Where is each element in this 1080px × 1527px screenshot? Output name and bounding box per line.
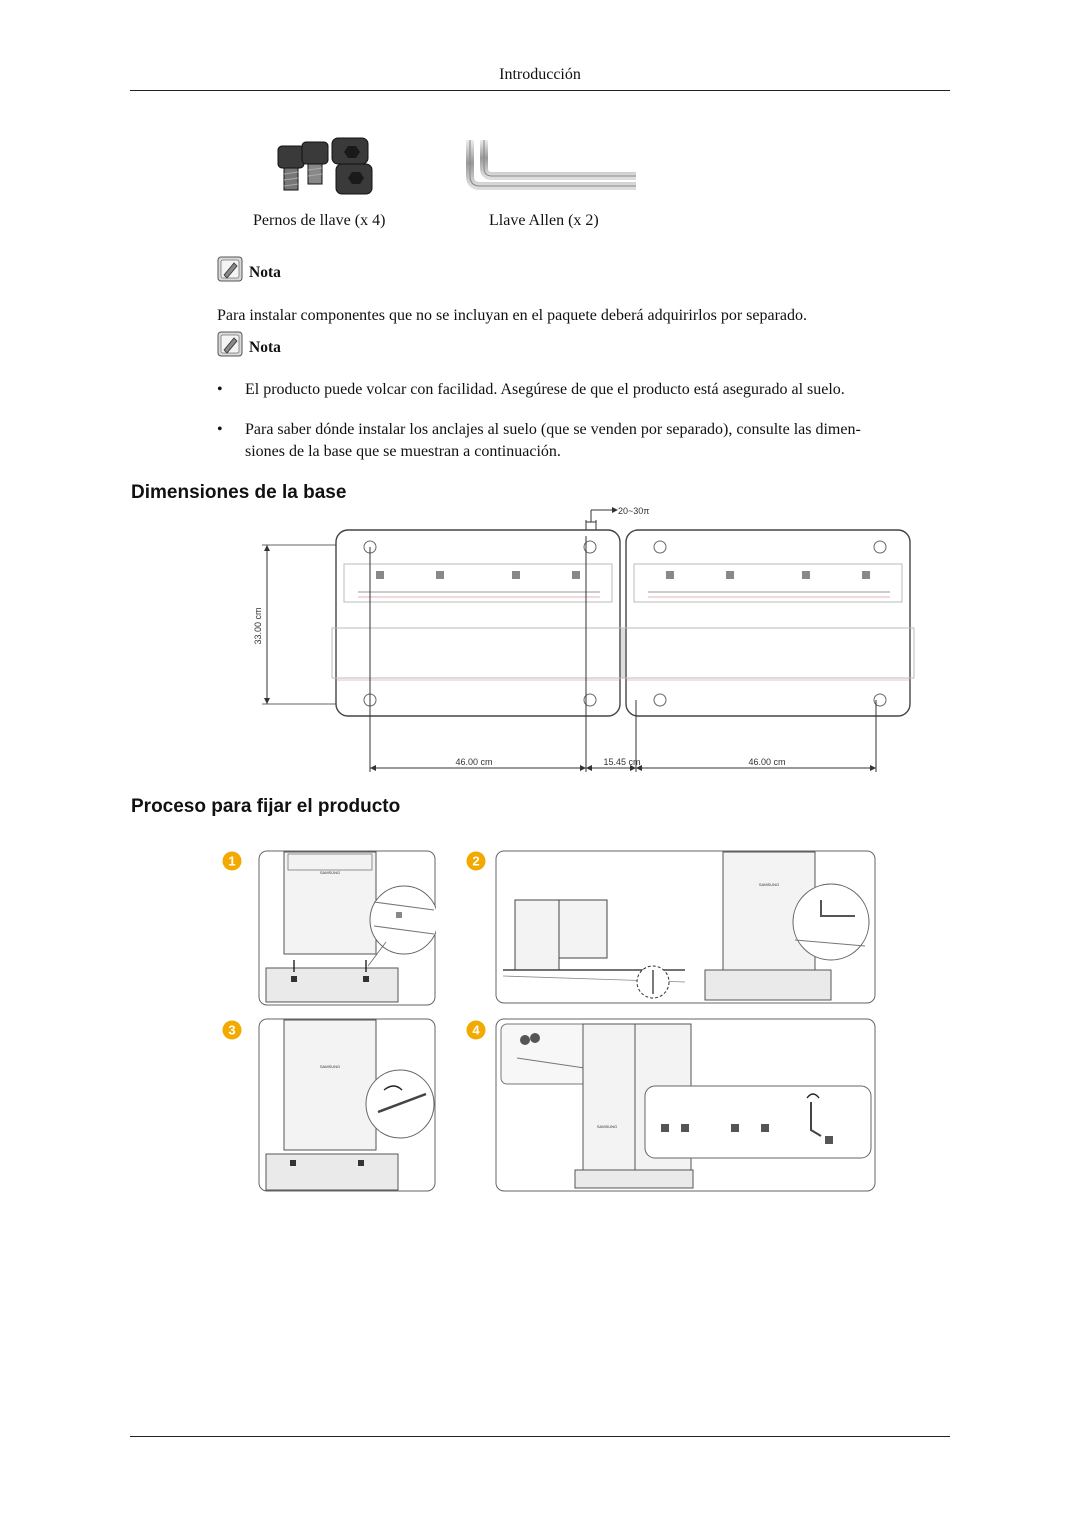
note-icon — [217, 331, 243, 357]
bullet-marker: • — [217, 381, 223, 398]
note-heading-2: Nota — [217, 331, 281, 357]
note-1-text: Para instalar componentes que no se incl… — [217, 307, 808, 324]
allen-caption: Llave Allen (x 2) — [489, 212, 599, 229]
step-number: 3 — [228, 1023, 235, 1038]
bullet-item: • El producto puede volcar con facilidad… — [217, 379, 957, 401]
process-heading: Proceso para fijar el producto — [131, 796, 401, 817]
key-bolts-image — [272, 134, 384, 205]
note-label: Nota — [249, 339, 281, 356]
step-4-illustration: SAMSUNG — [495, 1018, 876, 1197]
width-right-label: 46.00 cm — [748, 757, 785, 767]
brand-label: SAMSUNG — [320, 1064, 340, 1069]
bullet-item: • Para saber dónde instalar los anclajes… — [217, 419, 957, 463]
width-left-label: 46.00 cm — [455, 757, 492, 767]
step-3-illustration: SAMSUNG — [258, 1018, 436, 1197]
footer-rule — [130, 1436, 950, 1437]
width-center-label: 15.45 cm — [603, 757, 640, 767]
base-dimensions-diagram: 20~30π 33.00 cm — [250, 500, 930, 785]
bullet-text: El producto puede volcar con facilidad. … — [245, 381, 845, 398]
step-4-badge: 4 — [466, 1020, 486, 1045]
note-icon — [217, 256, 243, 282]
note-heading-1: Nota — [217, 256, 281, 282]
bolts-caption: Pernos de llave (x 4) — [253, 212, 386, 229]
bullet-marker: • — [217, 421, 223, 438]
page-header-title: Introducción — [499, 66, 581, 83]
gap-dimension-label: 20~30π — [618, 506, 650, 516]
bullet-text: Para saber dónde instalar los anclajes a… — [245, 421, 861, 438]
header-rule — [130, 90, 950, 91]
note-label: Nota — [249, 264, 281, 281]
depth-dimension-label: 33.00 cm — [253, 607, 263, 644]
bullet-text-continued: siones de la base que se muestran a cont… — [245, 443, 561, 460]
brand-label: SAMSUNG — [597, 1124, 617, 1129]
step-number: 4 — [472, 1023, 480, 1038]
step-3-badge: 3 — [222, 1020, 242, 1045]
step-1-illustration: SAMSUNG — [258, 850, 439, 1011]
step-2-badge: 2 — [466, 851, 486, 876]
step-2-illustration: SAMSUNG — [495, 850, 876, 1009]
brand-label: SAMSUNG — [320, 870, 340, 875]
step-number: 2 — [472, 854, 479, 869]
allen-key-image — [464, 136, 640, 197]
step-number: 1 — [228, 854, 235, 869]
brand-label: SAMSUNG — [759, 882, 779, 887]
step-1-badge: 1 — [222, 851, 242, 876]
dimensions-heading: Dimensiones de la base — [131, 482, 347, 503]
